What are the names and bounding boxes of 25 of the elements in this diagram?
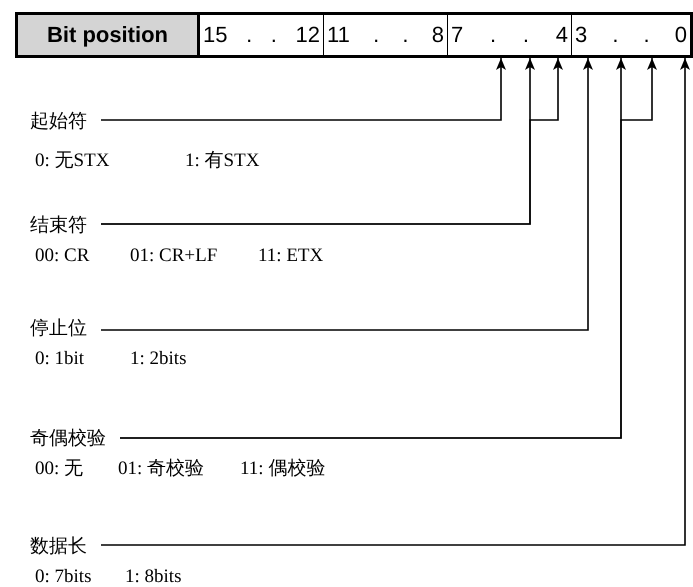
field-label: 结束符 xyxy=(30,214,87,236)
header-cell: Bit position xyxy=(15,12,199,58)
option-text: 01: CR+LF xyxy=(130,245,218,267)
option-text: 0: 无STX xyxy=(35,150,110,172)
option-text: 11: ETX xyxy=(258,245,324,267)
option-text: 01: 奇校验 xyxy=(118,458,204,480)
option-text: 1: 2bits xyxy=(130,348,186,370)
option-text: 00: CR xyxy=(35,245,90,267)
bit-field-cell: 3 . . 0 xyxy=(571,12,693,58)
option-text: 1: 有STX xyxy=(185,150,260,172)
field-label: 奇偶校验 xyxy=(30,427,106,449)
bit-field-cell: 7 . . 4 xyxy=(447,12,571,58)
bit-field-cell: 11 . . 8 xyxy=(323,12,447,58)
leader-arrow xyxy=(101,58,593,331)
option-text: 1: 8bits xyxy=(125,566,182,587)
field-label: 数据长 xyxy=(30,535,87,557)
field-label: 起始符 xyxy=(30,110,87,132)
leader-arrow xyxy=(101,58,506,121)
field-label: 停止位 xyxy=(30,317,87,339)
option-text: 00: 无 xyxy=(35,458,84,480)
option-text: 11: 偶校验 xyxy=(240,458,326,480)
bit-field-cell: 15 . . 12 xyxy=(199,12,323,58)
leader-arrow xyxy=(101,58,690,546)
option-text: 0: 7bits xyxy=(35,566,92,587)
option-text: 0: 1bit xyxy=(35,348,84,370)
